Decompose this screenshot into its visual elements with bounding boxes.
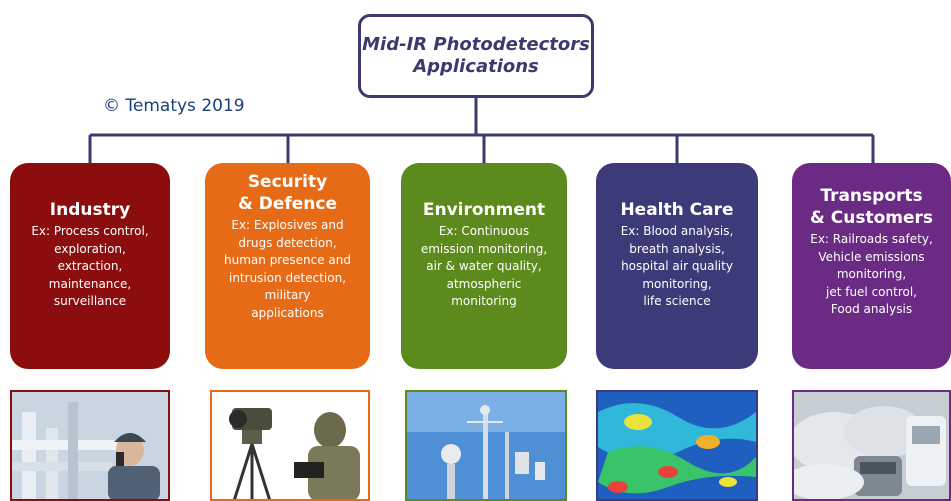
category-security-defence: Security & Defence Ex: Explosives and dr… [205,163,370,369]
weather-station-photo [405,390,567,501]
category-title: & Defence [237,194,338,214]
root-node: Mid-IR Photodetectors Applications [358,14,594,98]
category-title: Health Care [620,200,734,220]
category-environment: Environment Ex: Continuous emission moni… [401,163,567,369]
category-industry: Industry Ex: Process control, exploratio… [10,163,170,369]
root-title-line2: Applications [413,56,539,77]
vehicle-exhaust-traffic-photo [792,390,951,501]
infrared-tissue-map-photo [596,390,758,501]
category-description: Ex: Blood analysis, breath analysis, hos… [620,224,734,308]
category-transports-customers: Transports & Customers Ex: Railroads saf… [792,163,951,369]
category-description: Ex: Process control, exploration, extrac… [31,224,149,308]
category-description: Ex: Explosives and drugs detection, huma… [224,218,351,320]
category-health-care: Health Care Ex: Blood analysis, breath a… [596,163,758,369]
category-description: Ex: Railroads safety, Vehicle emissions … [810,232,933,316]
category-title: Transports [820,186,923,206]
thermal-camera-soldier-photo [210,390,370,501]
category-title: & Customers [810,208,933,228]
category-title: Industry [49,200,131,220]
category-description: Ex: Continuous emission monitoring, air … [420,224,548,308]
industrial-pipes-worker-photo [10,390,170,501]
copyright-notice: © Tematys 2019 [103,96,245,116]
category-title: Security [247,172,328,192]
category-title: Environment [422,200,546,220]
root-title-line1: Mid-IR Photodetectors [362,34,590,55]
